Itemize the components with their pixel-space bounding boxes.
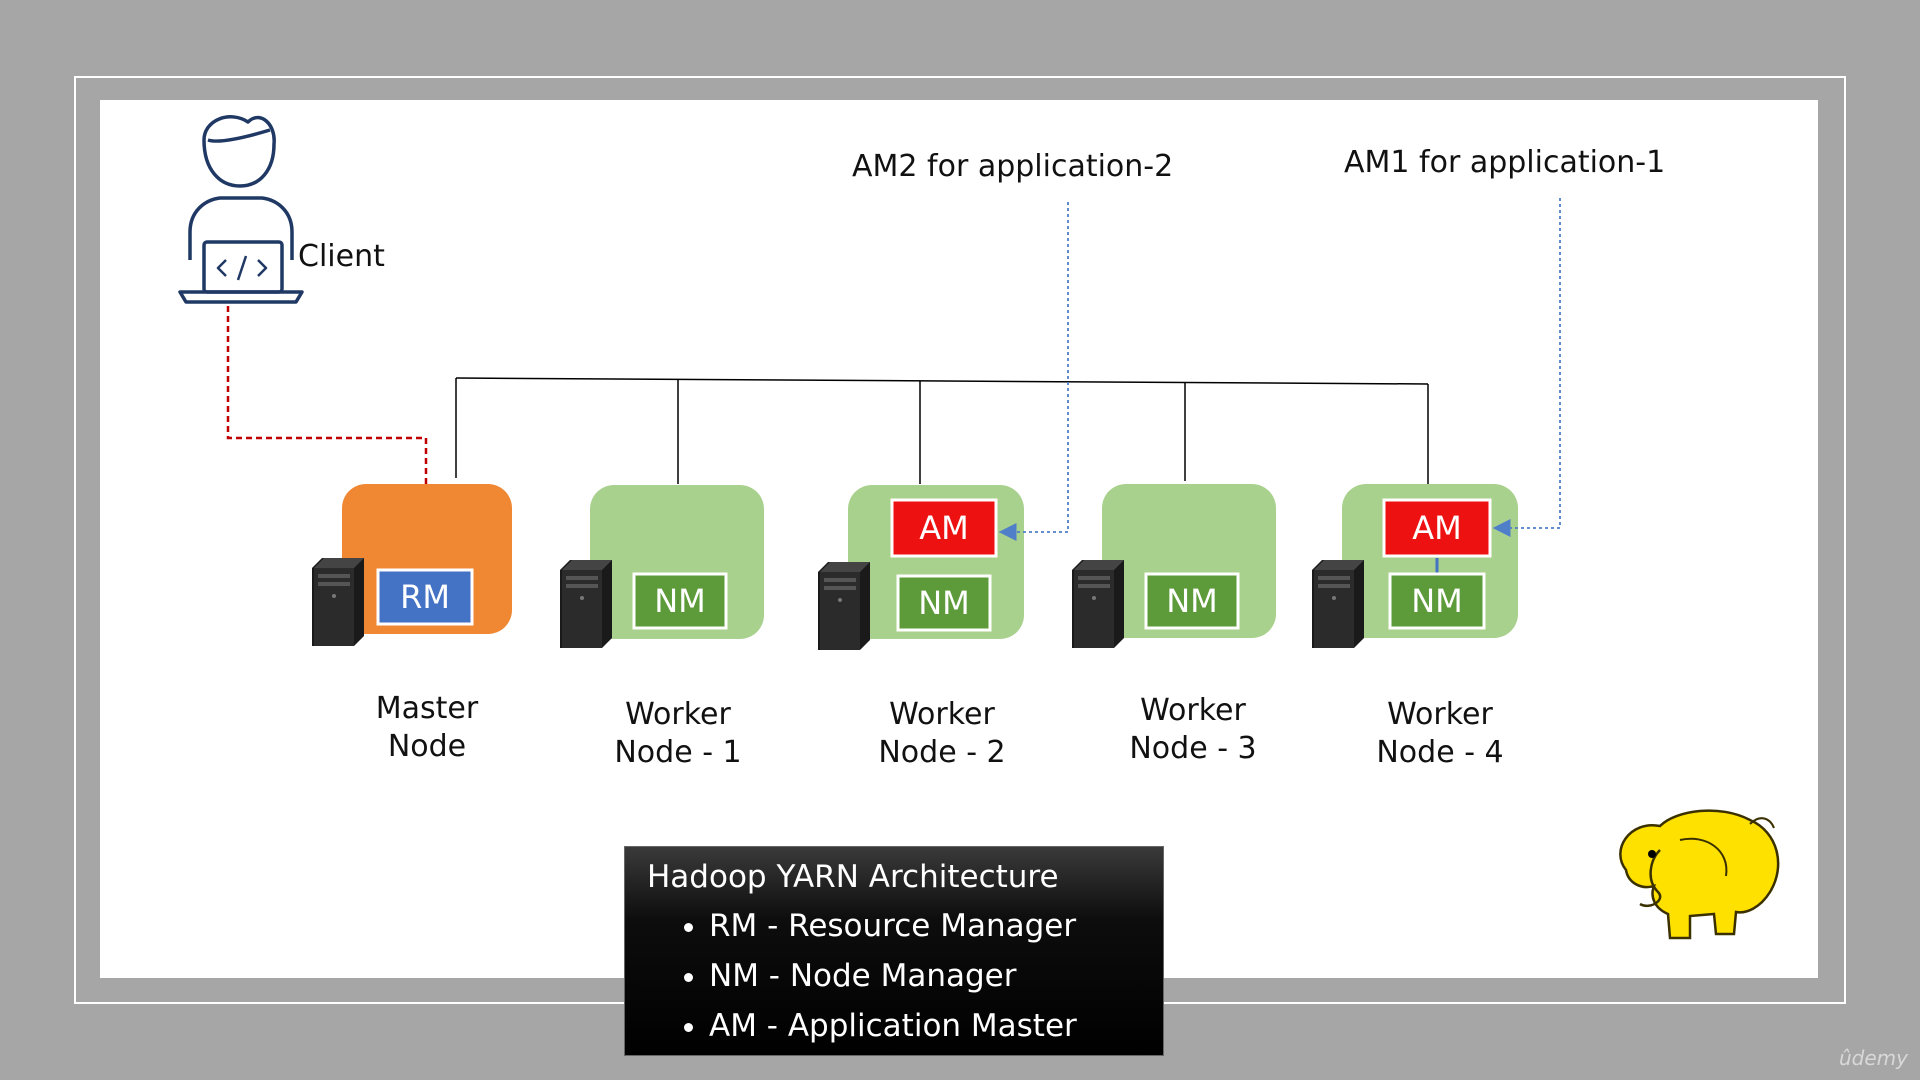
legend-item-nm: NM - Node Manager: [709, 951, 1141, 1001]
am1-arrow: [1492, 198, 1561, 537]
legend-item-rm: RM - Resource Manager: [709, 901, 1141, 951]
nm-chip-worker-1: NM: [654, 582, 706, 620]
nm-chip-worker-2: NM: [918, 584, 970, 622]
worker-node-2: [818, 485, 1024, 650]
yarn-diagram: [178, 115, 1780, 940]
master-node: [312, 484, 512, 646]
slide-canvas: AM2 for application-2 AM1 for applicatio…: [100, 100, 1818, 978]
nm-chip-worker-4: NM: [1411, 582, 1463, 620]
legend-list: RM - Resource Manager NM - Node Manager …: [647, 901, 1141, 1051]
am-chip-worker-2: AM: [919, 509, 969, 547]
hadoop-elephant-logo: [1619, 809, 1780, 940]
worker-node-4: [1312, 484, 1518, 648]
client-label: Client: [298, 239, 385, 274]
am2-arrow: [998, 202, 1069, 541]
am1-annotation: AM1 for application-1: [1344, 145, 1666, 180]
network-bus: [455, 377, 1429, 484]
legend-box: Hadoop YARN Architecture RM - Resource M…: [624, 846, 1164, 1056]
rm-chip: RM: [400, 578, 450, 616]
nm-chip-worker-3: NM: [1166, 582, 1218, 620]
udemy-watermark: ûdemy: [1839, 1046, 1908, 1070]
am2-annotation: AM2 for application-2: [852, 149, 1174, 184]
developer-laptop-icon: [178, 115, 304, 304]
legend-item-am: AM - Application Master: [709, 1001, 1141, 1051]
legend-title: Hadoop YARN Architecture: [647, 859, 1059, 895]
worker-node-1: [560, 485, 764, 648]
am-chip-worker-4: AM: [1412, 509, 1462, 547]
worker-node-3: [1072, 484, 1276, 648]
server-tower-icon: [312, 558, 364, 646]
